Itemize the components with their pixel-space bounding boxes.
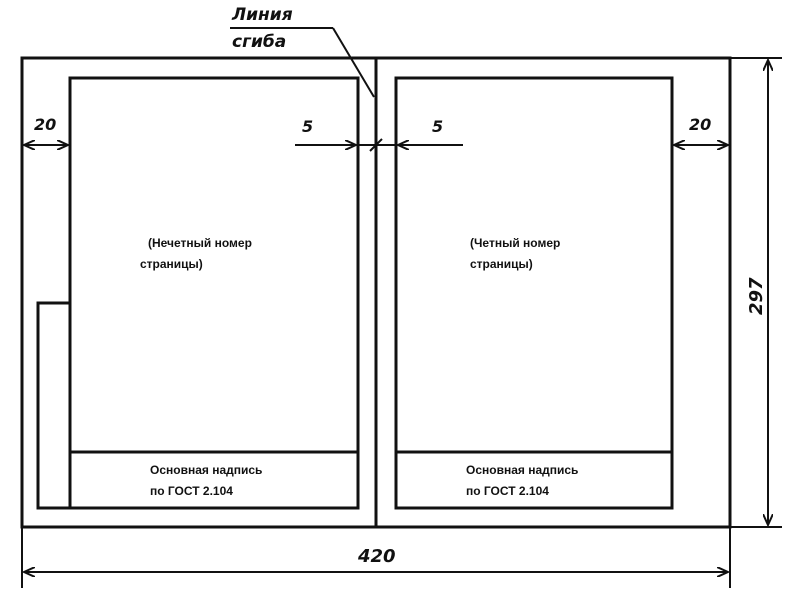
- fold-label-line2: сгиба: [232, 32, 286, 52]
- fold-tick-mark: [369, 138, 383, 152]
- right-title-block-line1: Основная надпись: [466, 463, 578, 477]
- left-gap-value: 5: [302, 117, 313, 136]
- right-page-label-line1: (Четный номер: [470, 236, 560, 250]
- left-margin-value: 20: [34, 115, 56, 134]
- right-title-block-line2: по ГОСТ 2.104: [466, 484, 549, 498]
- right-margin-value: 20: [689, 115, 711, 134]
- fold-label-leader: [332, 27, 375, 98]
- width-value: 420: [357, 546, 396, 567]
- right-page-label-line2: страницы): [470, 257, 533, 271]
- left-title-block-line2: по ГОСТ 2.104: [150, 484, 233, 498]
- right-gap-value: 5: [432, 117, 443, 136]
- right-page-frame: [394, 76, 674, 510]
- height-value: 297: [746, 277, 767, 315]
- left-page-label-line1: (Нечетный номер: [148, 236, 252, 250]
- left-title-block-line1: Основная надпись: [150, 463, 262, 477]
- left-page-label-line2: страницы): [140, 257, 203, 271]
- fold-label-line1: Линия: [231, 5, 293, 25]
- left-page-frame: [68, 76, 360, 510]
- left-binding-strip: [36, 301, 70, 510]
